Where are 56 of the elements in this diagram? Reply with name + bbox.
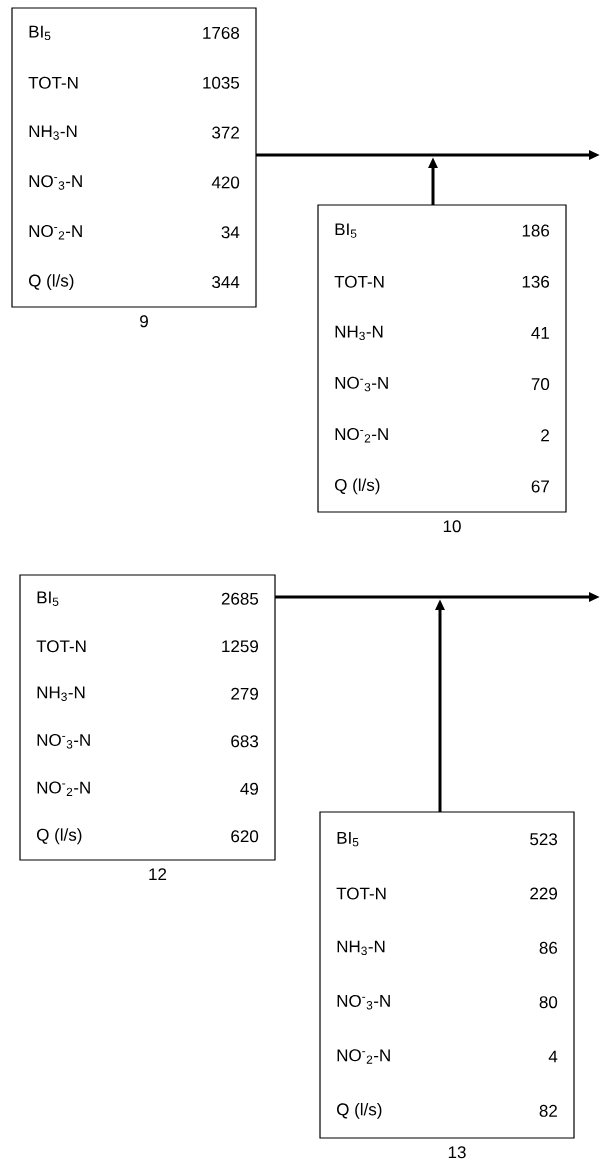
parameter-label: Q (l/s)	[337, 1102, 382, 1119]
value-label: 372	[212, 126, 239, 139]
value-label: 1259	[222, 640, 258, 653]
box-number: 9	[140, 315, 148, 328]
parameter-label: BI$_{5}$	[37, 591, 59, 606]
box-number: 12	[149, 868, 167, 881]
parameter-label: Q (l/s)	[335, 478, 380, 495]
data-table-box	[317, 204, 567, 513]
value-label: 523	[530, 833, 558, 846]
parameter-label: NO$^{-}$$_{3}$-N	[37, 733, 90, 749]
parameter-label: NH$_{3}$-N	[37, 686, 85, 701]
parameter-label: TOT-N	[336, 887, 386, 900]
parameter-label: BI$_{5}$	[335, 223, 357, 238]
value-label: 67	[531, 480, 549, 493]
parameter-label: Q (l/s)	[37, 828, 82, 845]
parameter-label: TOT-N	[36, 640, 86, 653]
parameter-label: NO$^{-}$$_{2}$-N	[337, 1049, 390, 1064]
box-number: 13	[448, 1146, 466, 1159]
parameter-label: BI$_{5}$	[29, 25, 51, 41]
value-label: 2685	[221, 592, 259, 605]
value-label: 41	[531, 327, 549, 339]
value-label: 683	[231, 735, 259, 748]
parameter-label: NH$_{3}$-N	[29, 125, 77, 140]
parameter-label: NO$^{-}$$_{2}$-N	[37, 781, 90, 796]
data-table-box	[11, 7, 257, 308]
value-label: 279	[231, 687, 258, 700]
value-label: 344	[212, 276, 240, 289]
value-label: 70	[531, 378, 550, 391]
parameter-label: NH$_{3}$-N	[335, 325, 383, 341]
value-label: 620	[231, 830, 259, 843]
parameter-label: TOT-N	[334, 275, 384, 288]
value-label: 186	[522, 224, 550, 237]
value-label: 34	[221, 226, 240, 239]
parameter-label: TOT-N	[28, 76, 78, 89]
parameter-label: NO$^{-}$$_{2}$-N	[335, 428, 388, 443]
parameter-label: Q (l/s)	[29, 274, 74, 290]
value-label: 86	[539, 941, 558, 954]
value-label: 4	[548, 1050, 558, 1063]
box-number: 10	[443, 520, 461, 533]
data-table-box	[319, 811, 575, 1139]
value-label: 1768	[203, 26, 240, 39]
parameter-label: NO$^{-}$$_{3}$-N	[29, 175, 82, 190]
value-label: 1035	[203, 76, 240, 89]
value-label: 229	[530, 887, 557, 900]
parameter-label: NO$^{-}$$_{2}$-N	[29, 225, 82, 240]
parameter-label: NH$_{3}$-N	[337, 940, 385, 956]
value-label: 2	[541, 429, 549, 442]
value-label: 80	[539, 996, 558, 1009]
value-label: 49	[240, 782, 258, 795]
data-table-box	[19, 574, 276, 861]
parameter-label: NO$^{-}$$_{3}$-N	[335, 376, 388, 392]
parameter-label: BI$_{5}$	[337, 831, 359, 847]
value-label: 82	[539, 1104, 557, 1117]
parameter-label: NO$^{-}$$_{3}$-N	[337, 994, 390, 1010]
value-label: 136	[522, 275, 550, 288]
value-label: 420	[211, 176, 240, 189]
